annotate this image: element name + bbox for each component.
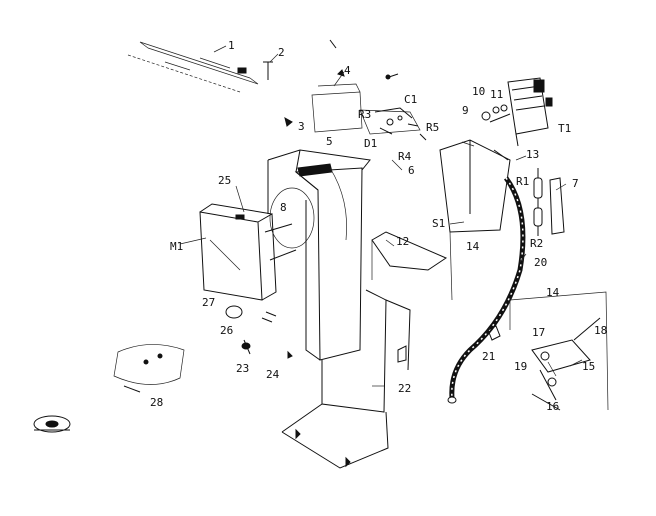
label-1: 1 xyxy=(228,39,235,52)
part-3-screw xyxy=(284,116,293,127)
label-3: 3 xyxy=(298,120,305,133)
label-27: 27 xyxy=(202,296,215,309)
label-r1: R1 xyxy=(516,175,529,188)
label-8: 8 xyxy=(280,201,287,214)
label-7: 7 xyxy=(572,177,579,190)
label-10: 10 xyxy=(472,85,485,98)
label-24: 24 xyxy=(266,368,280,381)
label-16: 16 xyxy=(546,400,559,413)
label-15: 15 xyxy=(582,360,595,373)
part-4-screw xyxy=(329,39,345,77)
motor-m1 xyxy=(199,203,277,301)
label-14a: 14 xyxy=(466,240,480,253)
label-14b: 14 xyxy=(546,286,560,299)
label-11: 11 xyxy=(490,88,503,101)
label-5: 5 xyxy=(326,135,333,148)
label-25: 25 xyxy=(218,174,231,187)
circuit-board xyxy=(311,83,427,141)
label-d1: D1 xyxy=(364,137,377,150)
label-2: 2 xyxy=(278,46,285,59)
label-c1: C1 xyxy=(404,93,417,106)
label-20: 20 xyxy=(534,256,547,269)
label-23: 23 xyxy=(236,362,249,375)
label-28: 28 xyxy=(150,396,163,409)
label-17: 17 xyxy=(532,326,545,339)
label-r2: R2 xyxy=(530,237,543,250)
label-19: 19 xyxy=(514,360,527,373)
label-6: 6 xyxy=(408,164,415,177)
part-plate-bottom-left xyxy=(33,415,71,433)
label-12: 12 xyxy=(396,235,409,248)
hardware-23-27 xyxy=(225,305,293,359)
labels: 1 2 3 4 5 6 7 8 9 10 11 12 13 14 14 15 1… xyxy=(150,39,607,413)
label-13: 13 xyxy=(526,148,539,161)
plate-28 xyxy=(113,344,185,393)
leader-lines xyxy=(179,45,583,387)
label-r4: R4 xyxy=(398,150,412,163)
label-26: 26 xyxy=(220,324,233,337)
housing-5 xyxy=(267,149,371,361)
label-m1: M1 xyxy=(170,240,183,253)
label-r3: R3 xyxy=(358,108,371,121)
part-1-rail xyxy=(127,41,259,93)
label-22: 22 xyxy=(398,382,411,395)
cable-20 xyxy=(447,176,526,404)
transformer-t1 xyxy=(507,77,553,147)
label-21: 21 xyxy=(482,350,495,363)
label-4: 4 xyxy=(344,64,351,77)
label-9: 9 xyxy=(462,104,469,117)
label-r5: R5 xyxy=(426,121,439,134)
resistors-r1-r2 xyxy=(533,168,543,236)
clip-21 xyxy=(487,325,501,341)
label-18: 18 xyxy=(594,324,607,337)
bracket-12 xyxy=(371,231,448,280)
part-2-screw xyxy=(263,61,273,80)
screw-top-center xyxy=(385,73,399,80)
handle-assembly xyxy=(509,291,609,411)
sleeve-7 xyxy=(549,177,565,235)
label-s1: S1 xyxy=(432,217,445,230)
label-t1: T1 xyxy=(558,122,571,135)
part-8-disc xyxy=(264,187,315,261)
part-9-10-11-nuts xyxy=(481,104,511,123)
switch-box-s1 xyxy=(439,139,511,301)
base-plate-22 xyxy=(281,289,411,469)
